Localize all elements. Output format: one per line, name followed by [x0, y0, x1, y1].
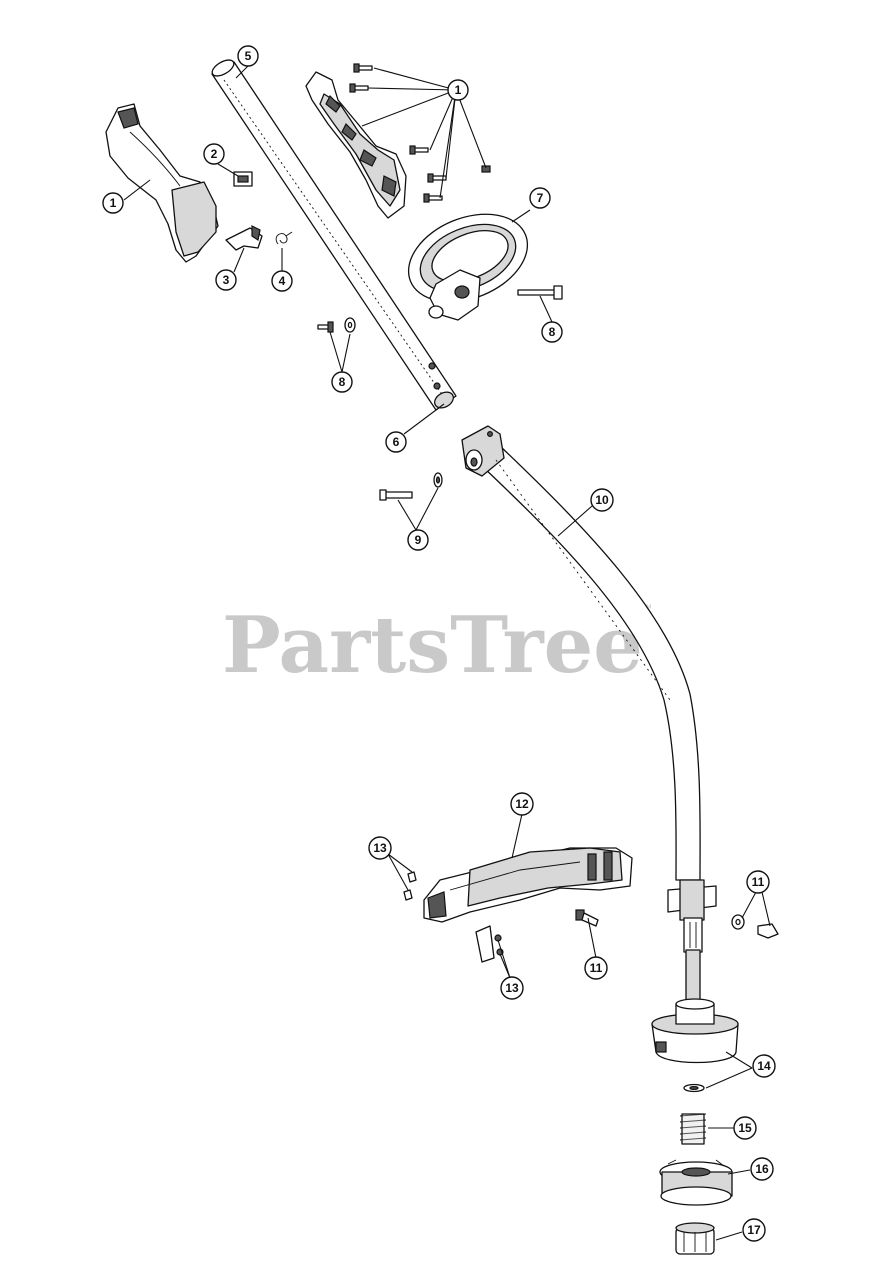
- part-shaft-clamp: [667, 879, 717, 1007]
- part-line-cutter-screws: [403, 871, 504, 963]
- callout-11-cutter: 11: [746, 870, 770, 894]
- part-bolt-long: [517, 285, 563, 300]
- callout-6: 6: [385, 431, 407, 453]
- part-bump-knob: [675, 1222, 715, 1255]
- svg-text:6: 6: [393, 435, 400, 449]
- part-pin-nut: [379, 472, 443, 501]
- svg-text:11: 11: [752, 875, 765, 889]
- leader-lines: [123, 63, 771, 1241]
- part-curved-shaft: [461, 425, 701, 881]
- callout-2: 2: [203, 143, 225, 165]
- svg-text:12: 12: [515, 797, 529, 811]
- svg-text:5: 5: [245, 49, 252, 63]
- svg-text:13: 13: [505, 981, 519, 995]
- callout-1-rear-handle-left: 1: [102, 192, 124, 214]
- svg-text:15: 15: [738, 1121, 752, 1135]
- part-switch: [233, 171, 253, 187]
- callout-13-screw: 13: [368, 836, 392, 860]
- callout-17: 17: [742, 1218, 766, 1242]
- callout-13-blade: 13: [500, 976, 524, 1000]
- svg-text:9: 9: [415, 533, 422, 547]
- watermark-text: PartsTree: [222, 600, 643, 691]
- part-shaft-coupler: [434, 391, 454, 409]
- callout-1-rear-handle-right: 1: [447, 79, 469, 101]
- callout-9: 9: [407, 529, 429, 551]
- svg-text:8: 8: [339, 375, 346, 389]
- callout-11-screw: 11: [584, 956, 608, 980]
- callout-8-screw: 8: [331, 371, 353, 393]
- part-rear-handle-left: [105, 103, 219, 263]
- callout-4: 4: [271, 270, 293, 292]
- callout-3: 3: [215, 269, 237, 291]
- callout-12: 12: [510, 792, 534, 816]
- svg-text:4: 4: [279, 274, 286, 288]
- part-spool-washer: [683, 1083, 705, 1093]
- part-assist-handle: [407, 213, 529, 321]
- svg-text:17: 17: [747, 1223, 761, 1237]
- svg-text:14: 14: [757, 1059, 771, 1073]
- part-trigger: [225, 225, 263, 251]
- svg-text:16: 16: [755, 1162, 769, 1176]
- part-trigger-spring: [275, 231, 293, 245]
- callout-16: 16: [750, 1157, 774, 1181]
- part-screw-washer: [317, 317, 356, 333]
- part-guard: [423, 847, 633, 923]
- callout-5: 5: [237, 45, 259, 67]
- svg-text:3: 3: [223, 273, 230, 287]
- svg-text:13: 13: [373, 841, 387, 855]
- part-upper-shaft: [211, 59, 457, 411]
- svg-text:2: 2: [211, 147, 218, 161]
- svg-text:11: 11: [590, 961, 603, 975]
- callout-14: 14: [752, 1054, 776, 1078]
- part-spool-spring: [679, 1113, 707, 1145]
- callout-7: 7: [529, 187, 551, 209]
- svg-text:1: 1: [110, 196, 117, 210]
- part-handle-screws: [349, 63, 491, 203]
- callout-8-bolt: 8: [541, 321, 563, 343]
- part-guard-screw: [575, 909, 599, 927]
- part-spool: [659, 1159, 733, 1206]
- svg-text:7: 7: [537, 191, 544, 205]
- part-rear-handle-right: [305, 71, 407, 219]
- part-washer-cutter: [731, 914, 779, 939]
- svg-text:1: 1: [455, 83, 462, 97]
- callout-15: 15: [733, 1116, 757, 1140]
- svg-text:10: 10: [595, 493, 609, 507]
- svg-text:8: 8: [549, 325, 556, 339]
- callout-10: 10: [590, 488, 614, 512]
- part-spool-housing: [651, 998, 739, 1064]
